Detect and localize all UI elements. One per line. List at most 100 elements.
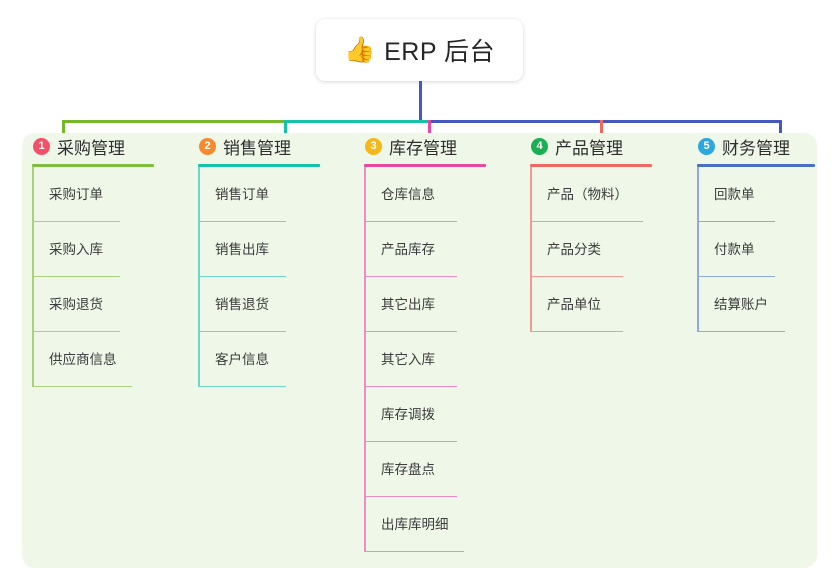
list-item[interactable]: 销售订单 [188, 167, 320, 222]
column-3: 3 库存管理仓库信息产品库存其它出库其它入库库存调拨库存盘点出库库明细 [354, 133, 486, 552]
list-item-label: 客户信息 [215, 352, 269, 367]
list-item-rule [697, 275, 775, 277]
list-item-rule [198, 330, 286, 332]
list-item[interactable]: 产品分类 [520, 222, 652, 277]
list-item-rule [530, 275, 623, 277]
list-item-rule [364, 275, 457, 277]
list-item[interactable]: 供应商信息 [22, 332, 154, 387]
column-spine-3 [364, 167, 366, 552]
list-item-label: 回款单 [714, 187, 755, 202]
column-header-5[interactable]: 5 财务管理 [687, 133, 815, 159]
list-item-label: 出库库明细 [381, 517, 449, 532]
list-item-label: 采购入库 [49, 242, 103, 257]
root-stem-line [419, 81, 422, 123]
column-header-2[interactable]: 2 销售管理 [188, 133, 320, 159]
list-item-rule [32, 330, 120, 332]
list-item[interactable]: 销售出库 [188, 222, 320, 277]
column-spine-4 [530, 167, 532, 332]
list-item[interactable]: 库存调拨 [354, 387, 486, 442]
trunk-left-green [62, 120, 284, 123]
list-item[interactable]: 结算账户 [687, 277, 815, 332]
list-item[interactable]: 销售退货 [188, 277, 320, 332]
column-badge-4: 4 [531, 137, 548, 155]
column-header-3[interactable]: 3 库存管理 [354, 133, 486, 159]
column-spine-1 [32, 167, 34, 387]
list-item-rule [32, 220, 120, 222]
list-item[interactable]: 其它出库 [354, 277, 486, 332]
list-item-label: 采购退货 [49, 297, 103, 312]
column-rule-1 [32, 164, 154, 167]
column-rule-3 [364, 164, 486, 167]
column-title-4: 产品管理 [555, 138, 623, 158]
column-1: 1 采购管理采购订单采购入库采购退货供应商信息 [22, 133, 154, 387]
list-item-label: 销售出库 [215, 242, 269, 257]
column-rule-5 [697, 164, 815, 167]
list-item-label: 产品库存 [381, 242, 435, 257]
column-header-4[interactable]: 4 产品管理 [520, 133, 652, 159]
list-item[interactable]: 产品（物料） [520, 167, 652, 222]
column-spine-2 [198, 167, 200, 387]
list-item[interactable]: 客户信息 [188, 332, 320, 387]
list-item-label: 产品分类 [547, 242, 601, 257]
list-item-label: 销售订单 [215, 187, 269, 202]
list-item[interactable]: 采购入库 [22, 222, 154, 277]
column-badge-3: 3 [365, 137, 382, 155]
column-title-5: 财务管理 [722, 138, 790, 158]
column-badge-5: 5 [698, 137, 715, 155]
list-item-rule [364, 495, 457, 497]
list-item[interactable]: 出库库明细 [354, 497, 486, 552]
list-item-label: 产品单位 [547, 297, 601, 312]
column-spine-5 [697, 167, 699, 332]
list-item-rule [364, 550, 464, 552]
list-item-label: 付款单 [714, 242, 755, 257]
column-items-2: 销售订单销售出库销售退货客户信息 [188, 167, 320, 387]
list-item-rule [697, 220, 775, 222]
list-item-label: 库存调拨 [381, 407, 435, 422]
column-4: 4 产品管理产品（物料） 产品分类产品单位 [520, 133, 652, 332]
list-item-label: 销售退货 [215, 297, 269, 312]
list-item-rule [364, 440, 457, 442]
trunk-right-blue [428, 120, 780, 123]
list-item[interactable]: 采购订单 [22, 167, 154, 222]
column-badge-2: 2 [199, 137, 216, 155]
list-item-rule [32, 385, 132, 387]
list-item[interactable]: 库存盘点 [354, 442, 486, 497]
list-item-label: 产品（物料） [547, 187, 628, 202]
column-items-3: 仓库信息产品库存其它出库其它入库库存调拨库存盘点出库库明细 [354, 167, 486, 552]
column-items-1: 采购订单采购入库采购退货供应商信息 [22, 167, 154, 387]
list-item[interactable]: 产品库存 [354, 222, 486, 277]
list-item-label: 其它出库 [381, 297, 435, 312]
list-item[interactable]: 其它入库 [354, 332, 486, 387]
column-title-1: 采购管理 [57, 138, 125, 158]
list-item[interactable]: 产品单位 [520, 277, 652, 332]
column-2: 2 销售管理销售订单销售出库销售退货客户信息 [188, 133, 320, 387]
column-title-2: 销售管理 [223, 138, 291, 158]
list-item[interactable]: 采购退货 [22, 277, 154, 332]
column-items-4: 产品（物料） 产品分类产品单位 [520, 167, 652, 332]
list-item-rule [697, 330, 785, 332]
list-item-rule [530, 220, 643, 222]
column-rule-2 [198, 164, 320, 167]
root-title-card[interactable]: 👍 ERP 后台 [316, 19, 523, 81]
list-item-rule [530, 330, 623, 332]
column-rule-4 [530, 164, 652, 167]
list-item-rule [32, 275, 120, 277]
list-item-label: 采购订单 [49, 187, 103, 202]
list-item-label: 供应商信息 [49, 352, 117, 367]
list-item-label: 其它入库 [381, 352, 435, 367]
column-title-3: 库存管理 [389, 138, 457, 158]
list-item-rule [198, 220, 286, 222]
trunk-mid-teal [284, 120, 428, 123]
list-item-label: 库存盘点 [381, 462, 435, 477]
column-5: 5 财务管理回款单付款单结算账户 [687, 133, 815, 332]
list-item-rule [198, 385, 286, 387]
list-item[interactable]: 回款单 [687, 167, 815, 222]
root-title-text: ERP 后台 [384, 38, 496, 66]
list-item[interactable]: 仓库信息 [354, 167, 486, 222]
column-items-5: 回款单付款单结算账户 [687, 167, 815, 332]
list-item-rule [364, 220, 457, 222]
column-header-1[interactable]: 1 采购管理 [22, 133, 154, 159]
column-badge-1: 1 [33, 137, 50, 155]
list-item-label: 结算账户 [714, 297, 768, 312]
list-item[interactable]: 付款单 [687, 222, 815, 277]
